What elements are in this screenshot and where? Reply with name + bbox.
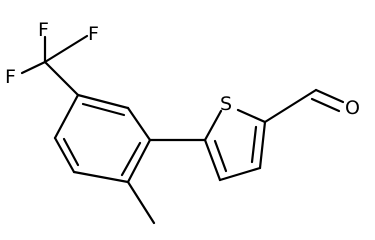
bond-thio-c3-c4 <box>218 166 262 182</box>
bond-c-f2 <box>43 34 89 64</box>
bond-thio-double-b <box>250 125 258 164</box>
atom-s: S <box>220 93 232 115</box>
bond-ring-5 <box>53 136 76 174</box>
bond-ring-2 <box>126 106 152 142</box>
atom-f3: F <box>5 66 16 88</box>
aldehyde-group <box>263 88 345 124</box>
bond-ring-cho <box>263 88 318 124</box>
benzene-ring <box>53 93 152 184</box>
bond-c-f3 <box>20 60 47 75</box>
bond-ring-double-c <box>62 137 80 167</box>
bond-ring-4 <box>72 170 130 184</box>
bond-thio-double-a <box>213 139 228 173</box>
bond-ring-double-a <box>81 102 126 117</box>
bond-c-o-1 <box>314 88 345 104</box>
atom-f2: F <box>88 23 99 45</box>
atom-f1: F <box>38 19 49 41</box>
atom-o: O <box>345 97 360 119</box>
bond-ring-1 <box>76 93 130 110</box>
molecule-structure: F F F S O <box>5 19 360 225</box>
thiophene-ring <box>203 108 267 182</box>
bond-thio-c4-c5 <box>203 138 222 182</box>
bond-c-o-2 <box>310 97 341 113</box>
bond-thio-s-c2 <box>236 108 267 124</box>
bond-methyl <box>126 180 156 225</box>
bond-ring-3 <box>126 138 152 184</box>
bond-ring-double-b <box>120 141 142 177</box>
trifluoromethyl-group <box>20 34 89 97</box>
bond-thio-c5-s <box>203 109 223 142</box>
bond-cf3-ring <box>43 60 80 97</box>
bond-thio-c2-c3 <box>258 120 267 170</box>
bond-ring-6 <box>53 93 80 140</box>
